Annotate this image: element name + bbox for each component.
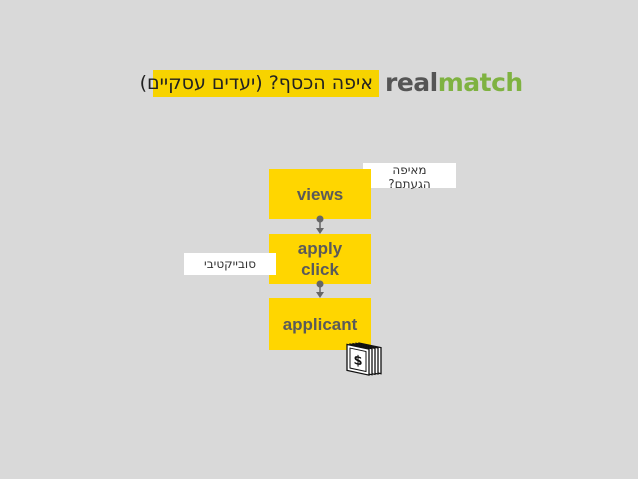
flow-click-label: click	[301, 260, 339, 279]
note-where-line1: מאיפה	[392, 163, 427, 177]
flow-box-applicant: applicant	[269, 298, 371, 350]
flow-apply-label: apply	[297, 239, 343, 258]
note-where-line2: הגעתם?	[388, 177, 431, 191]
flow-box-apply-click: apply click	[269, 234, 371, 284]
page-title: איפה הכסף? (יעדים עסקיים)	[140, 70, 379, 97]
flow-applicant-label: applicant	[282, 314, 358, 334]
money-stack-icon: $	[346, 342, 382, 376]
realmatch-logo: realmatch	[385, 69, 523, 97]
svg-text:$: $	[353, 353, 362, 370]
arrow-connector-1	[316, 215, 324, 234]
flow-views-label: views	[296, 184, 344, 204]
note-subjective: סובייקטיבי	[184, 253, 276, 275]
logo-real-text: real	[385, 68, 438, 97]
logo-match-text: match	[437, 68, 524, 97]
flow-box-views: views	[269, 169, 371, 219]
note-where-from: מאיפה הגעתם?	[363, 163, 456, 191]
arrow-connector-2	[316, 280, 324, 298]
